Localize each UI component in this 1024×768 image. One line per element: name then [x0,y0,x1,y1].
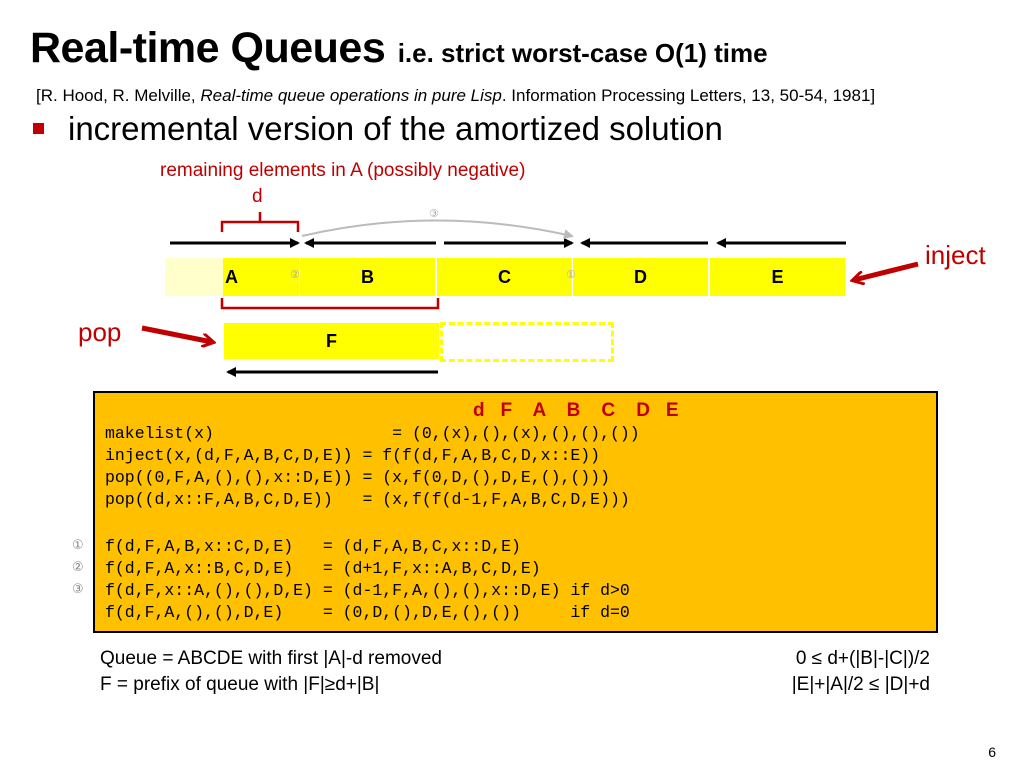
code-line-f3: f(d,F,x::A,(),(),D,E) = (d-1,F,A,(),(),x… [105,581,630,600]
segment-c-label: C [498,266,511,287]
marker-one: ① [72,538,84,553]
page-number: 6 [988,744,996,760]
segment-a-label: A [225,266,238,287]
slide-title: Real-time Queues i.e. strict worst-case … [30,24,768,73]
marker-two: ② [72,560,84,575]
pop-arrow [141,325,212,342]
code-line-pop-zero: pop((0,F,A,(),(),x::D,E)) = (x,f(0,D,(),… [105,468,610,487]
marker-three: ③ [72,582,84,597]
code-line-f2: f(d,F,A,x::B,C,D,E) = (d+1,F,x::A,B,C,D,… [105,559,541,578]
code-line-f4: f(d,F,A,(),(),D,E) = (0,D,(),D,E,(),()) … [105,603,630,622]
footer-invariant-two: |E|+|A|/2 ≤ |D|+d [791,674,930,695]
footer-invariant-one: 0 ≤ d+(|B|-|C|)/2 [795,648,930,669]
segment-a: A [223,258,299,296]
pop-label: pop [78,317,122,347]
reference-suffix: . Information Processing Letters, 13, 50… [501,86,876,105]
remaining-note: remaining elements in A (possibly negati… [160,160,526,181]
code-header: d F A B C D E [473,400,679,421]
footer-queue-definition: Queue = ABCDE with first |A|-d removed [100,648,442,669]
bullet-square-icon [33,123,44,134]
code-line-inject: inject(x,(d,F,A,B,C,D,E)) = f(f(d,F,A,B,… [105,446,601,465]
title-subtitle: i.e. strict worst-case O(1) time [397,38,768,68]
d-bracket [220,212,300,232]
segment-c: C [437,258,572,296]
reference-prefix: [R. Hood, R. Melville, [36,86,201,105]
code-box: d F A B C D E makelist(x) = (0,(x),(),(x… [93,391,938,633]
segment-b-label: B [361,266,374,287]
inject-label: inject [925,240,986,270]
ab-bracket [220,298,440,310]
segment-f-label: F [326,330,337,351]
segment-f: F [224,323,439,359]
title-main: Real-time Queues [30,24,386,72]
reference-title: Real-time queue operations in pure Lisp [200,86,502,105]
segment-e: E [710,258,845,296]
footer-f-definition: F = prefix of queue with |F|≥d+|B| [100,674,380,695]
curve-arrow-three [301,219,574,240]
marker-three-diagram: ③ [429,207,439,220]
diagram-arrows [141,212,919,377]
segment-d: D [573,258,708,296]
code-line-f1: f(d,F,A,B,x::C,D,E) = (d,F,A,B,C,x::D,E) [105,537,521,556]
d-label: d [252,186,263,207]
reference-citation: [R. Hood, R. Melville, Real-time queue o… [36,86,875,106]
segment-d-label: D [634,266,647,287]
inject-arrow [854,261,919,280]
segment-removed [165,258,223,296]
marker-one-diagram: ① [566,268,576,281]
bullet-text: incremental version of the amortized sol… [68,110,723,147]
marker-two-diagram: ② [290,268,300,281]
segment-b: B [300,258,435,296]
segment-f-extension [440,322,614,362]
code-line-pop: pop((d,x::F,A,B,C,D,E)) = (x,f(f(d-1,F,A… [105,490,630,509]
code-line-makelist: makelist(x) = (0,(x),(),(x),(),(),()) [105,424,640,443]
segment-e-label: E [771,266,784,287]
